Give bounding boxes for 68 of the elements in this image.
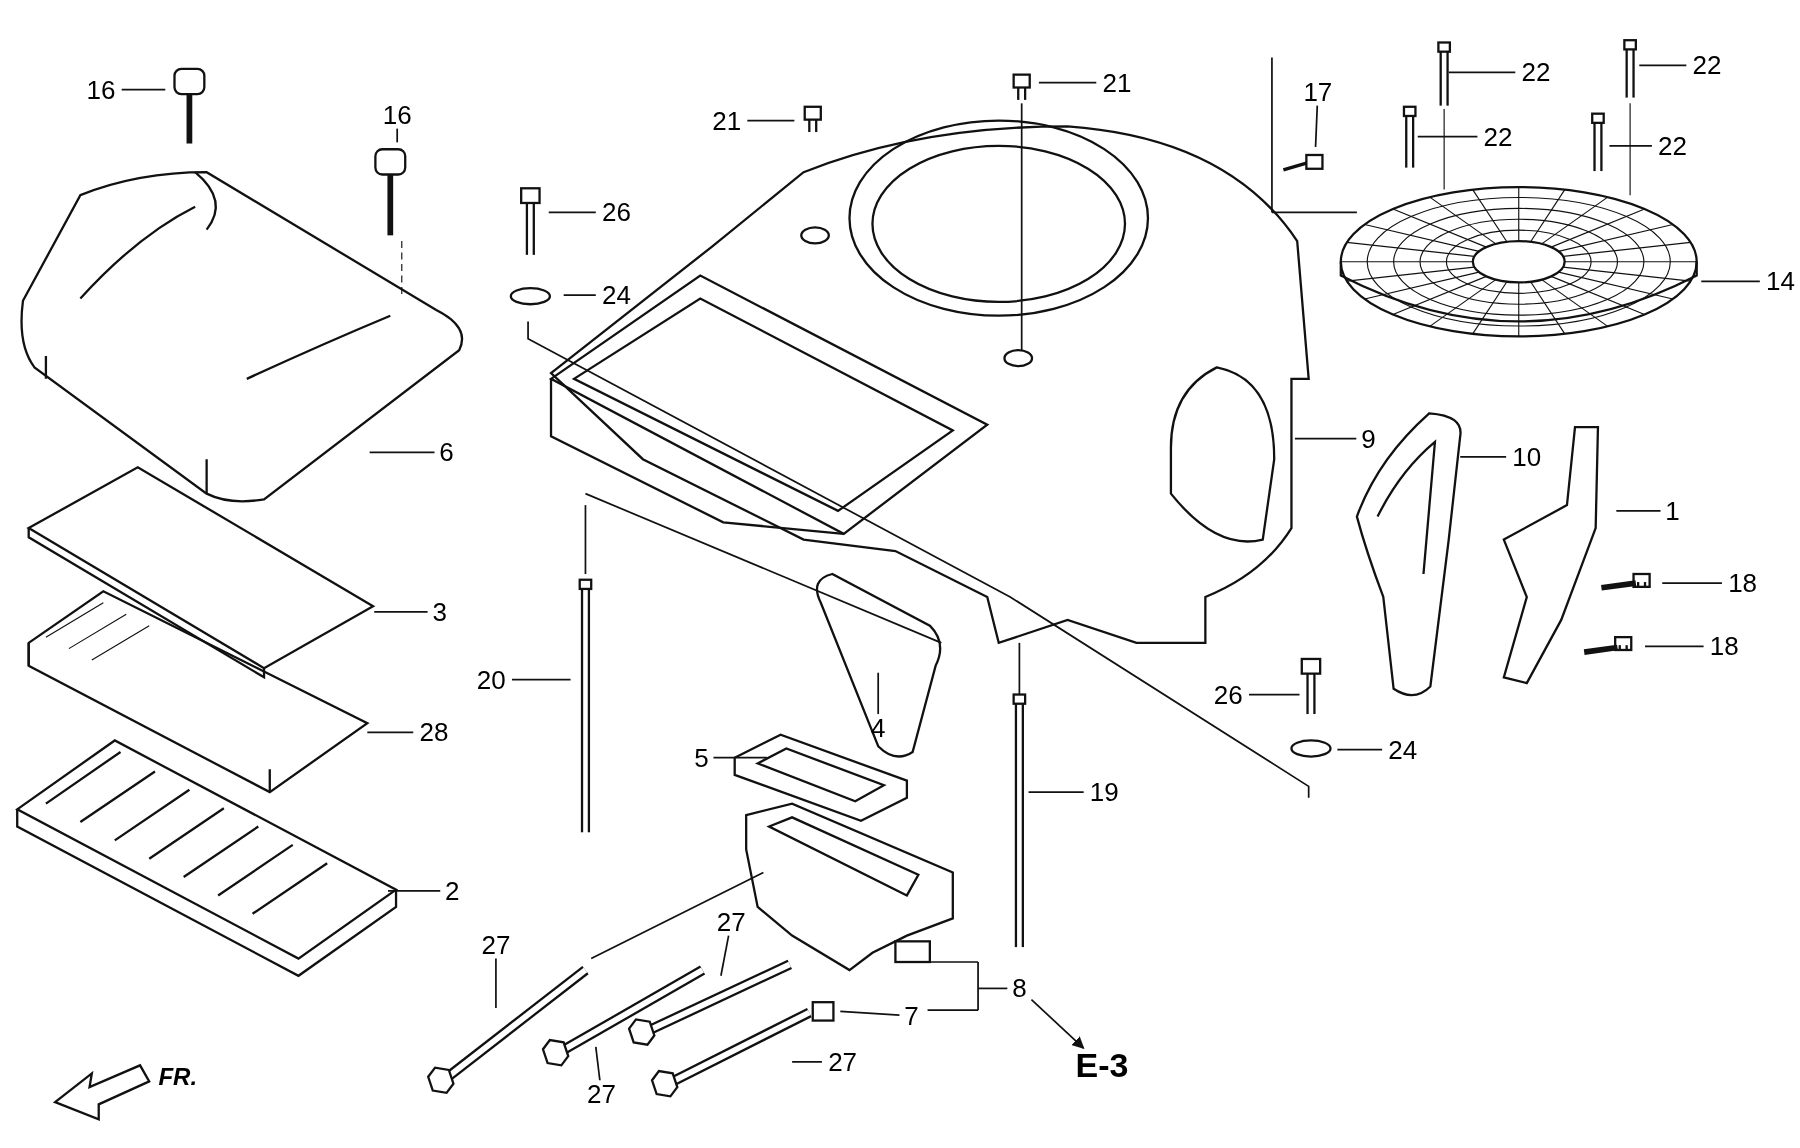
leader-line (1661, 582, 1723, 585)
callout-number: 26 (1213, 681, 1243, 708)
leader-line (839, 1010, 901, 1017)
callout-number: 24 (602, 282, 631, 308)
callout-number: 27 (716, 908, 746, 935)
callout-number: 2 (445, 877, 460, 904)
leader-line (1336, 748, 1383, 751)
leader-line (1447, 71, 1517, 74)
leader-line (594, 1046, 601, 1082)
leader-line (1294, 437, 1358, 440)
callout-number: 22 (1658, 132, 1687, 159)
callout-number: 5 (694, 744, 709, 771)
callout-number: 21 (1102, 69, 1132, 96)
callout-number: 18 (1709, 633, 1739, 660)
leader-line (373, 611, 429, 613)
callout-number: 22 (1692, 52, 1722, 79)
leader-line (791, 1061, 823, 1063)
leader-line (1459, 456, 1507, 458)
leader-line (1416, 135, 1479, 138)
callout-number: 19 (1089, 779, 1119, 806)
leader-line (1644, 645, 1705, 648)
callout-number: 7 (904, 1002, 919, 1029)
leader-line (1027, 791, 1085, 793)
leader-line (1038, 81, 1098, 84)
callout-number: 16 (86, 76, 116, 103)
leader-line (1314, 104, 1319, 148)
callout-number: 3 (432, 598, 447, 625)
leader-line (877, 671, 880, 715)
callout-number: 24 (1388, 736, 1418, 763)
callout-number: 4 (870, 714, 886, 741)
callout-number: 27 (587, 1081, 616, 1107)
reference-label: E-3 (1075, 1048, 1129, 1083)
leader-line (562, 294, 597, 296)
leader-line (396, 127, 399, 144)
callout-number: 28 (419, 719, 449, 746)
callout-number: 27 (481, 931, 511, 958)
leader-line (120, 88, 167, 91)
callout-number: 16 (382, 101, 412, 128)
leader-line (547, 211, 597, 214)
callout-number: 27 (828, 1048, 858, 1075)
leader-line (977, 987, 1009, 990)
leader-line (1700, 280, 1761, 283)
leader-line (511, 678, 572, 681)
leader-line (1248, 693, 1301, 696)
leader-line (387, 890, 442, 892)
leader-line (1608, 144, 1653, 147)
leader-line (495, 957, 497, 1009)
callout-number: 1 (1665, 497, 1680, 524)
callout-number: 26 (602, 199, 631, 226)
callout-number: 21 (712, 107, 742, 134)
arrow (1030, 998, 1085, 1049)
callout-number: 9 (1361, 425, 1376, 452)
leader-line (366, 731, 415, 734)
callout-number: 14 (1766, 268, 1795, 295)
callout-number: 17 (1303, 78, 1333, 105)
leader-line (1638, 64, 1688, 67)
callout-number: 10 (1512, 443, 1542, 470)
callout-number: 22 (1521, 59, 1551, 86)
direction-label: FR. (158, 1065, 198, 1090)
callout-number: 18 (1728, 570, 1758, 597)
callout-number: 20 (476, 666, 506, 693)
leader-line (1615, 510, 1662, 512)
callout-number: 8 (1012, 975, 1027, 1002)
callout-number: 6 (439, 439, 454, 466)
callout-number: 22 (1483, 123, 1513, 150)
leader-line (746, 119, 796, 122)
leader-line (368, 451, 436, 454)
leader-line (720, 934, 730, 977)
